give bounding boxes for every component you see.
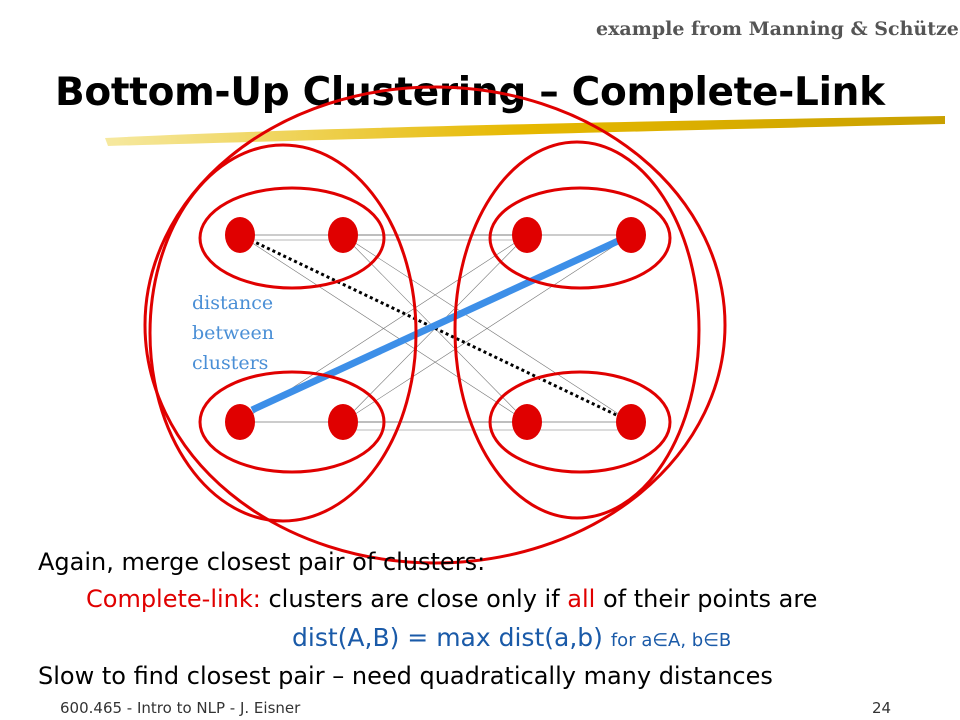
cluster-outline-left — [148, 143, 418, 523]
data-point — [512, 217, 542, 253]
data-point — [512, 404, 542, 440]
formula-condition: for a∈A, b∈B — [610, 630, 732, 651]
all-emphasis: all — [567, 585, 596, 613]
data-point — [225, 404, 255, 440]
distance-formula: dist(A,B) = max dist(a,b) for a∈A, b∈B — [292, 623, 731, 652]
line2-suffix-text: of their points are — [595, 585, 818, 613]
cluster-outline-bottom-right — [488, 370, 672, 474]
cluster-outline-top-right — [488, 186, 672, 290]
bullet-line-1: Again, merge closest pair of clusters: — [38, 548, 486, 576]
distance-label: distance between clusters — [192, 288, 302, 378]
complete-link-term: Complete-link: — [86, 585, 261, 613]
line2-mid-text: clusters are close only if — [260, 585, 568, 613]
data-point — [328, 217, 358, 253]
title-underline — [105, 116, 945, 146]
data-point — [616, 217, 646, 253]
bullet-line-2: Complete-link: clusters are close only i… — [86, 585, 817, 613]
footer-page-number: 24 — [872, 699, 892, 717]
cluster-outline-right — [453, 140, 701, 520]
cluster-outline-all — [143, 85, 727, 565]
max-distance-line — [250, 231, 633, 414]
data-point — [616, 404, 646, 440]
distance-label-line: between — [192, 322, 275, 344]
slide-title: Bottom-Up Clustering – Complete-Link — [55, 70, 885, 115]
cluster-outline-top-left — [198, 186, 386, 290]
footer-course: 600.465 - Intro to NLP - J. Eisner — [60, 699, 301, 717]
bullet-line-4: Slow to find closest pair – need quadrat… — [38, 662, 773, 690]
data-point — [328, 404, 358, 440]
attribution-text: example from Manning & Schütze — [596, 18, 959, 40]
distance-label-line: distance — [192, 292, 274, 314]
data-point — [225, 217, 255, 253]
distance-label-line: clusters — [192, 352, 269, 374]
formula-main: dist(A,B) = max dist(a,b) — [292, 623, 611, 652]
cluster-outline-bottom-left — [198, 370, 386, 474]
